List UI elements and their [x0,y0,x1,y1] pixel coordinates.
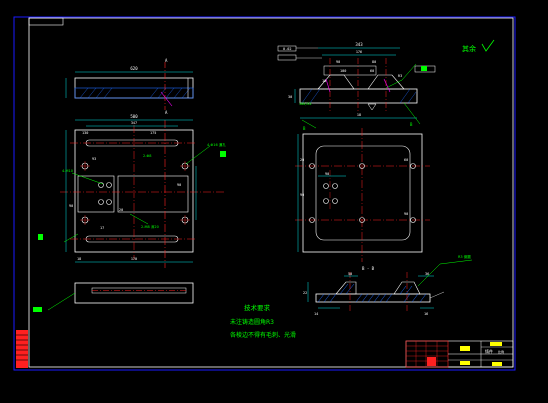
dim-section-w2: 36 [425,272,429,276]
section-mark-b-right: B [410,122,413,127]
dim-w1: 130 [82,131,88,135]
title-block-scale: 比例 [498,349,504,354]
right-plan-view [295,128,430,262]
dim-plan2-w1: 90 [325,172,329,176]
notes-heading: 技术要求 [244,303,271,312]
roughness-symbol-icon [481,39,495,52]
left-elevation-view [65,62,194,110]
roughness-label: 其余 [462,44,476,53]
callout-through-holes: 4-Φ16 通孔 [207,142,226,147]
sheet-border [13,16,516,371]
callout-box-b [38,234,43,240]
dim-front-w5: 60 [370,69,374,73]
dim-front-overall: 343 [355,42,363,47]
section-label: B - B [362,266,375,271]
left-side-view [33,282,194,312]
tolerance-frame-1: 0.02 [283,47,291,51]
dim-front-c1: R3 [398,74,402,78]
dim-section-h2: 16 [424,312,428,316]
dim-w3: 93 [92,157,96,161]
dim-b2: 18 [77,257,81,261]
callout-thread-holes: 4-M10 [62,169,73,173]
dim-section-h1: 14 [314,312,318,316]
notes-line-2: 各棱边不得有毛刺、光滑 [230,331,296,339]
callout-box-a [220,151,226,157]
dim-front-h1: 30 [288,95,292,99]
drawing-frame [28,17,514,368]
dim-plan2-w2: 60 [404,158,408,162]
dim-front-c4: 300/82 [299,102,312,106]
section-mark-b-left: B [303,126,306,131]
dim-plan2-h1: 20 [300,158,304,162]
frame-tab [28,17,64,26]
dim-front-w3: 80 [372,60,376,64]
callout-tapped-holes: 2-M8 深20 [141,224,159,229]
dim-front-c2: 18 [357,113,361,117]
dim-front-h2: 10 [322,79,326,83]
dim-section-h3: 22 [303,291,307,295]
margin-revision-block [16,330,28,368]
dim-plan2-h2: 90 [300,193,304,197]
callout-pin-holes: 2-Φ8 [143,154,151,158]
dim-overall-width: 620 [130,66,138,71]
dim-plan2-w3: 90 [404,212,408,216]
callout-fillet: R3 倒圆 [458,254,471,259]
dim-front-w2: 90 [336,60,340,64]
dim-section-w1: 50 [348,272,352,276]
dim-front-w1: 176 [356,50,362,54]
dim-h1: 90 [177,183,181,187]
datum-box [421,66,427,71]
dim-bottom-width: 170 [131,257,137,261]
left-plan-view [60,119,225,268]
dim-w2: 175 [150,131,156,135]
section-b-b-view [307,259,473,312]
dim-plan-width: 500 [130,114,138,119]
title-block [405,340,514,368]
title-block-name: 铸件 [485,348,493,354]
notes-line-1: 未注铸造圆角R3 [230,318,274,326]
dim-h4: 20 [119,208,123,212]
right-front-view [277,45,436,129]
dim-slot-length: 347 [131,121,137,125]
dim-front-w4: 100 [340,69,346,73]
section-mark-a-bottom: A [165,110,168,115]
section-mark-a-top: A [165,58,168,63]
dim-h3: 17 [100,226,104,230]
dim-h2: 90 [69,204,73,208]
